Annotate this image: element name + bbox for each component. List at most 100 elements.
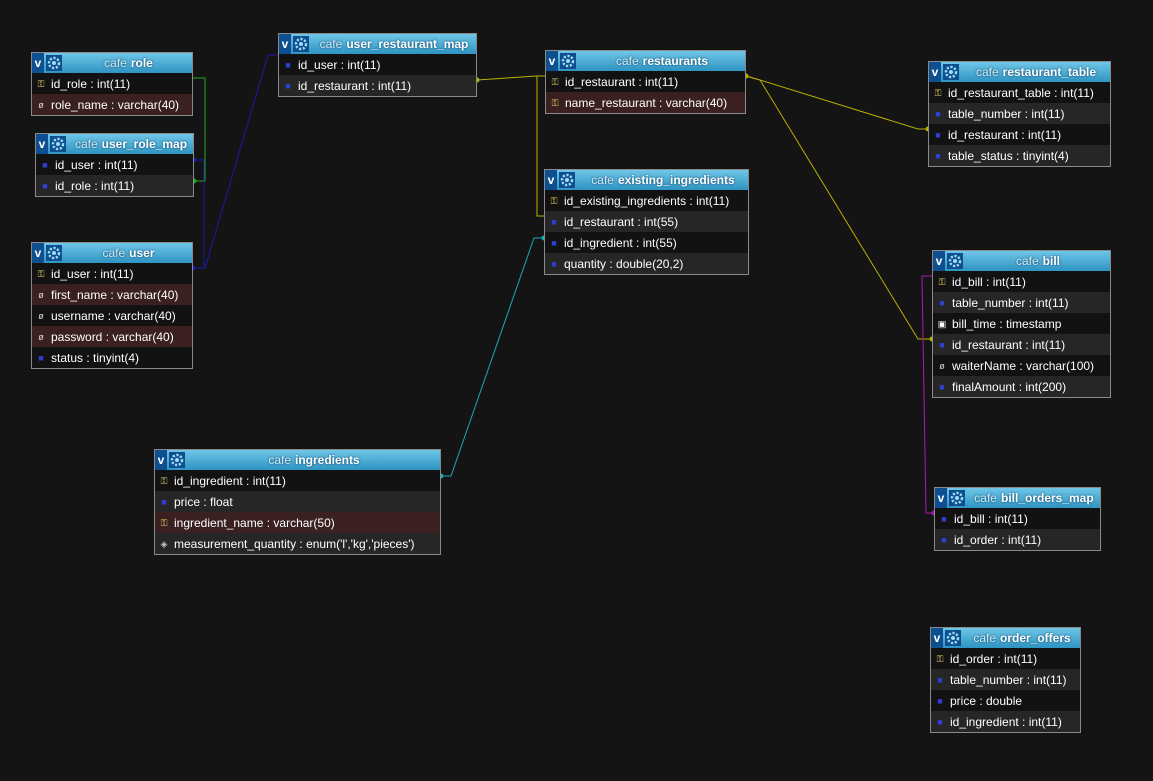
field-row[interactable]: ■table_number : int(11) <box>933 292 1110 313</box>
bill-link-orders <box>921 275 934 514</box>
key-icon: ⚿ <box>934 87 942 98</box>
field-row[interactable]: ■status : tinyint(4) <box>32 347 192 368</box>
field-row[interactable]: ▣bill_time : timestamp <box>933 313 1110 334</box>
field-row[interactable]: ⚿id_bill : int(11) <box>933 271 1110 292</box>
collapse-toggle-icon[interactable]: v <box>545 170 557 190</box>
field-row[interactable]: ■id_ingredient : int(55) <box>545 232 748 253</box>
collapse-toggle-icon[interactable]: v <box>155 450 167 470</box>
field-row[interactable]: ◈measurement_quantity : enum('l','kg','p… <box>155 533 440 554</box>
collapse-toggle-icon[interactable]: v <box>933 251 945 271</box>
field-row[interactable]: ⚿name_restaurant : varchar(40) <box>546 92 745 113</box>
field-row[interactable]: ■id_order : int(11) <box>935 529 1100 550</box>
field-row[interactable]: ■id_restaurant : int(11) <box>929 124 1110 145</box>
collapse-toggle-icon[interactable]: v <box>929 62 941 82</box>
field-text: id_order : int(11) <box>950 651 1038 666</box>
field-row[interactable]: ⚿id_ingredient : int(11) <box>155 470 440 491</box>
field-row[interactable]: ⚿id_restaurant_table : int(11) <box>929 82 1110 103</box>
field-text: id_role : int(11) <box>55 178 135 193</box>
field-row[interactable]: ■quantity : double(20,2) <box>545 253 748 274</box>
field-row[interactable]: ⚿id_existing_ingredients : int(11) <box>545 190 748 211</box>
table-name: bill_orders_map <box>1000 491 1094 505</box>
field-row[interactable]: ■finalAmount : int(200) <box>933 376 1110 397</box>
field-row[interactable]: ■id_bill : int(11) <box>935 508 1100 529</box>
collapse-toggle-icon[interactable]: v <box>32 243 44 263</box>
field-row[interactable]: ⚿id_role : int(11) <box>32 73 192 94</box>
collapse-toggle-icon[interactable]: v <box>931 628 943 648</box>
restaurant-link-bill <box>745 75 932 340</box>
field-row[interactable]: ■table_number : int(11) <box>929 103 1110 124</box>
field-text: id_bill : int(11) <box>954 511 1028 526</box>
field-row[interactable]: ■table_number : int(11) <box>931 669 1080 690</box>
field-text: password : varchar(40) <box>51 329 174 344</box>
gear-icon[interactable] <box>947 253 963 269</box>
field-row[interactable]: ■id_restaurant : int(11) <box>933 334 1110 355</box>
foreign-key-icon: ■ <box>161 496 167 507</box>
field-row[interactable]: ⚿id_restaurant : int(11) <box>546 71 745 92</box>
gear-icon[interactable] <box>943 64 959 80</box>
collapse-toggle-icon[interactable]: v <box>36 134 48 154</box>
field-row[interactable]: ø waiterName : varchar(100) <box>933 355 1110 376</box>
field-row[interactable]: ■id_user : int(11) <box>279 54 476 75</box>
string-column-icon: ø <box>939 360 945 371</box>
gear-icon[interactable] <box>169 452 185 468</box>
field-row[interactable]: ■id_role : int(11) <box>36 175 193 196</box>
gear-icon[interactable] <box>949 490 965 506</box>
field-text: waiterName : varchar(100) <box>952 358 1095 373</box>
gear-icon[interactable] <box>50 136 66 152</box>
field-text: id_restaurant : int(11) <box>948 127 1062 142</box>
field-row[interactable]: ■price : double <box>931 690 1080 711</box>
field-row[interactable]: ■price : float <box>155 491 440 512</box>
field-row[interactable]: ■id_ingredient : int(11) <box>931 711 1080 732</box>
string-column-icon: ø <box>38 289 44 300</box>
gear-icon[interactable] <box>945 630 961 646</box>
user-link-restaurant-map <box>193 54 278 269</box>
field-row[interactable]: ■id_user : int(11) <box>36 154 193 175</box>
field-row[interactable]: ■table_status : tinyint(4) <box>929 145 1110 166</box>
schema-name: cafe <box>104 56 127 70</box>
enum-icon: ◈ <box>160 538 168 549</box>
field-row[interactable]: ■id_restaurant : int(55) <box>545 211 748 232</box>
field-text: table_number : int(11) <box>952 295 1069 310</box>
collapse-toggle-icon[interactable]: v <box>32 53 44 73</box>
field-row[interactable]: ⚿id_order : int(11) <box>931 648 1080 669</box>
field-row[interactable]: ■id_restaurant : int(11) <box>279 75 476 96</box>
gear-icon[interactable] <box>46 55 62 71</box>
gear-icon[interactable] <box>293 36 309 52</box>
schema-name: cafe <box>975 65 999 79</box>
collapse-toggle-icon[interactable]: v <box>935 488 947 508</box>
schema-name: cafe <box>1015 254 1039 268</box>
field-row[interactable]: ⚿ingredient_name : varchar(50) <box>155 512 440 533</box>
collapse-toggle-icon[interactable]: v <box>546 51 558 71</box>
gear-icon[interactable] <box>559 172 575 188</box>
gear-icon[interactable] <box>46 245 62 261</box>
field-row[interactable]: ⚿id_user : int(11) <box>32 263 192 284</box>
collapse-toggle-icon[interactable]: v <box>279 34 291 54</box>
gear-icon[interactable] <box>560 53 576 69</box>
